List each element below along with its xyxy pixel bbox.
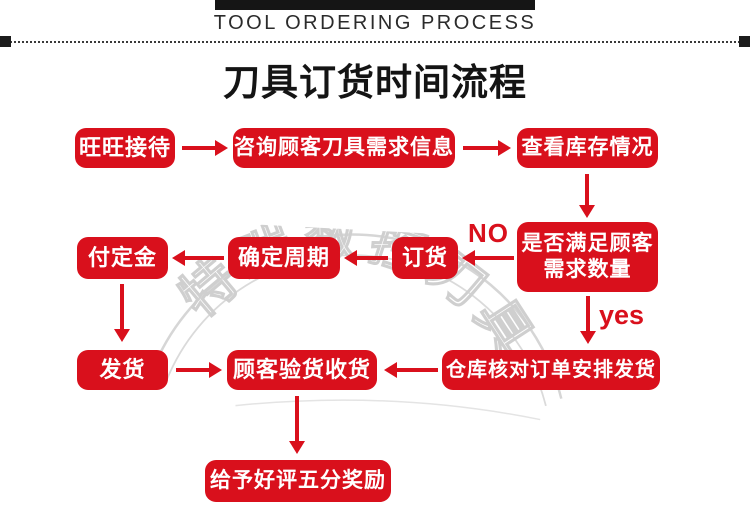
watermark-ring-bottom <box>235 399 541 421</box>
edge-label-yes: yes <box>599 300 645 330</box>
arrow-down-pay-deposit-to-ship <box>114 284 130 342</box>
arrow-down-check-stock-to-meet-demand <box>579 174 595 218</box>
arrow-right-reception-to-inquiry <box>182 140 228 156</box>
node-check-stock: 查看库存情况 <box>517 128 658 168</box>
arrow-right-inquiry-to-check-stock <box>463 140 511 156</box>
node-ship-goods: 发货 <box>77 350 168 390</box>
node-warehouse-arrange: 仓库核对订单安排发货 <box>442 350 660 390</box>
node-customer-inspect: 顾客验货收货 <box>227 350 377 390</box>
node-confirm-cycle: 确定周期 <box>228 237 340 279</box>
arrow-left-meet-demand-to-order <box>462 250 514 266</box>
page-title: 刀具订货时间流程 <box>223 62 527 103</box>
meet-demand-line1: 是否满足顾客 <box>521 231 654 255</box>
arrow-down-customer-inspect-to-reward <box>289 396 305 454</box>
arrow-right-ship-to-customer-inspect <box>176 362 222 378</box>
divider-end-square-right <box>739 36 750 47</box>
header-top-bar <box>215 0 535 10</box>
arrow-left-order-to-confirm-cycle <box>344 250 388 266</box>
node-wangwang-reception: 旺旺接待 <box>75 128 175 168</box>
arrow-down-meet-demand-to-warehouse <box>580 296 596 344</box>
node-reward-review: 给予好评五分奖励 <box>205 460 391 502</box>
watermark-ring-outer <box>151 233 563 399</box>
node-pay-deposit: 付定金 <box>77 237 168 279</box>
eyebrow-title: TOOL ORDERING PROCESS <box>213 12 537 34</box>
dotted-divider <box>10 41 740 43</box>
node-place-order: 订货 <box>392 237 458 279</box>
watermark-ring-inner <box>165 254 547 407</box>
arrow-left-warehouse-to-customer-inspect <box>384 362 438 378</box>
divider-end-square-left <box>0 36 11 47</box>
edge-label-no: NO <box>468 218 509 248</box>
meet-demand-line2: 需求数量 <box>543 258 632 281</box>
node-inquiry-tool-needs: 咨询顾客刀具需求信息 <box>233 128 455 168</box>
arrow-left-confirm-cycle-to-pay-deposit <box>172 250 224 266</box>
node-meet-demand: 是否满足顾客 需求数量 <box>517 222 658 292</box>
